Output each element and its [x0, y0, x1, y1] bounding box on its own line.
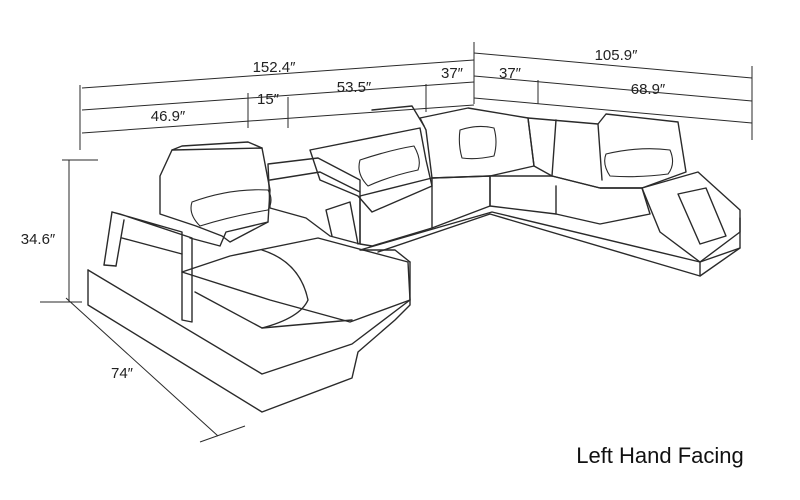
chaise-cushion-front — [194, 291, 353, 329]
right-lower-line — [473, 97, 753, 124]
middle-pillow — [358, 145, 420, 187]
corner-pillow — [458, 125, 497, 160]
right-back-panels — [551, 119, 603, 181]
depth-label: 74″ — [111, 365, 134, 382]
chaise-headrest — [171, 141, 263, 151]
chaise-pillow — [190, 189, 272, 227]
height-label: 34.6″ — [21, 231, 56, 248]
right-arm-frame — [677, 187, 727, 245]
dimension-lines — [40, 42, 753, 443]
chaise-cushion-split — [261, 249, 309, 329]
left-arm-rail — [103, 237, 183, 267]
middle-back — [309, 127, 433, 213]
corner-back — [419, 107, 535, 179]
console-width-label: 15″ — [257, 91, 280, 108]
overall-width-label: 152.4″ — [253, 59, 297, 76]
main-base-bottom — [377, 213, 741, 277]
chaise-back — [159, 147, 271, 243]
console-box — [267, 157, 361, 245]
right-sub-line — [473, 75, 753, 102]
depth-line — [65, 297, 219, 437]
lower-band-line — [81, 104, 475, 134]
dimension-labels: 152.4″ 105.9″ 46.9″ 15″ 53.5″ 37″ 37″ 68… — [21, 47, 666, 382]
sub-width-line — [81, 81, 475, 111]
chaise-base-top — [87, 269, 411, 375]
right-arm — [641, 171, 741, 263]
right-width-label: 105.9″ — [595, 47, 639, 64]
left-arm-leg — [103, 211, 125, 267]
console-top — [269, 171, 361, 193]
middle-width-label: 53.5″ — [337, 79, 372, 96]
right-width-line — [473, 52, 753, 79]
left-arm-top — [111, 211, 193, 323]
diagram-caption: Left Hand Facing — [576, 443, 744, 468]
chaise-width-label: 46.9″ — [151, 108, 186, 125]
depth-bottom-tick — [199, 425, 246, 443]
overall-width-line — [81, 59, 475, 89]
corner-right-label: 37″ — [499, 65, 522, 82]
right-seat — [489, 175, 651, 225]
main-base-back — [359, 211, 741, 263]
right-back — [527, 113, 687, 189]
right-pillow — [604, 148, 674, 178]
chaise-seat — [181, 237, 411, 323]
sofa-drawing — [87, 105, 741, 413]
chaise-base — [87, 261, 411, 413]
console-frame — [325, 201, 359, 245]
left-arm-back-join — [189, 221, 269, 247]
corner-left-label: 37″ — [441, 65, 464, 82]
right-arm-section-label: 68.9″ — [631, 81, 666, 98]
